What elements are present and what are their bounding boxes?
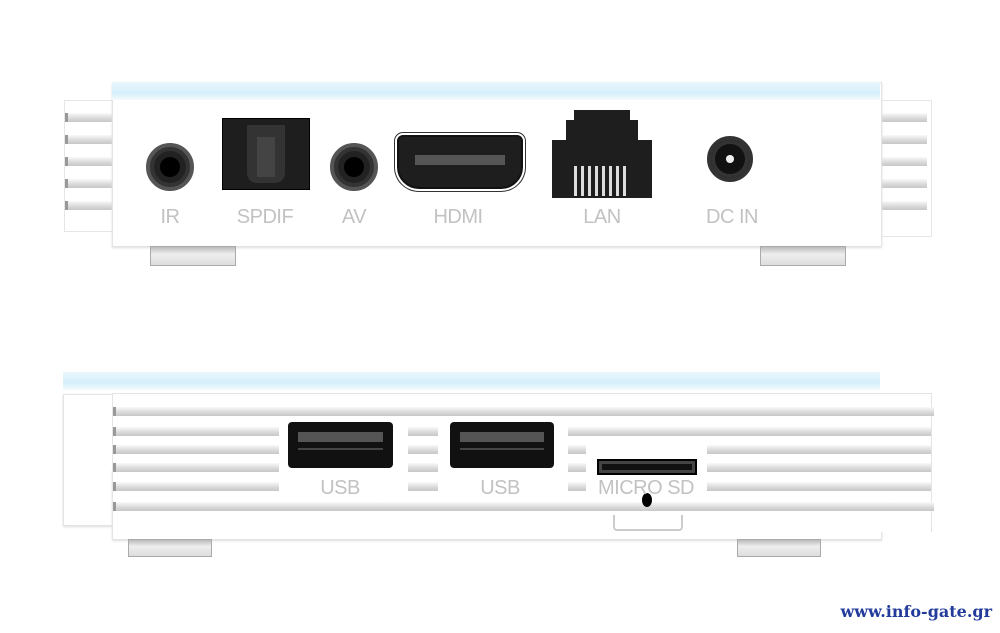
usb-port-1-icon xyxy=(288,422,393,468)
dc-in-port-icon xyxy=(707,136,753,182)
usb-1-label: USB xyxy=(320,477,360,499)
dc-in-label: DC IN xyxy=(706,206,758,228)
micro-sd-label: MICRO SD xyxy=(598,477,695,499)
lan-label: LAN xyxy=(583,206,621,228)
hdmi-port-icon xyxy=(397,135,523,189)
micro-sd-slot-icon xyxy=(597,459,697,475)
side-panel xyxy=(112,393,934,532)
usb-port-2-icon xyxy=(450,422,554,468)
right-vent-fins xyxy=(880,100,932,237)
reset-hole-icon xyxy=(642,493,652,507)
latch xyxy=(613,515,683,531)
av-label: AV xyxy=(341,206,367,228)
hdmi-label: HDMI xyxy=(433,206,483,228)
watermark: www.info-gate.gr xyxy=(840,602,993,621)
top-light-strip xyxy=(112,82,880,100)
top-light-strip xyxy=(63,372,880,390)
ir-label: IR xyxy=(160,206,181,228)
foot xyxy=(150,246,236,266)
spdif-port-icon xyxy=(222,118,310,190)
foot xyxy=(737,539,821,557)
usb-2-label: USB xyxy=(480,477,520,499)
lan-port-icon xyxy=(552,110,652,198)
ir-port-icon xyxy=(146,143,194,191)
rear-view-device: IR SPDIF AV HDMI LAN DC IN xyxy=(0,0,1000,300)
av-port-icon xyxy=(330,143,378,191)
spdif-label: SPDIF xyxy=(236,206,294,228)
foot xyxy=(760,246,846,266)
foot xyxy=(128,539,212,557)
left-vent-fins xyxy=(64,100,114,232)
side-edge xyxy=(63,394,115,526)
lower-housing xyxy=(112,470,882,540)
